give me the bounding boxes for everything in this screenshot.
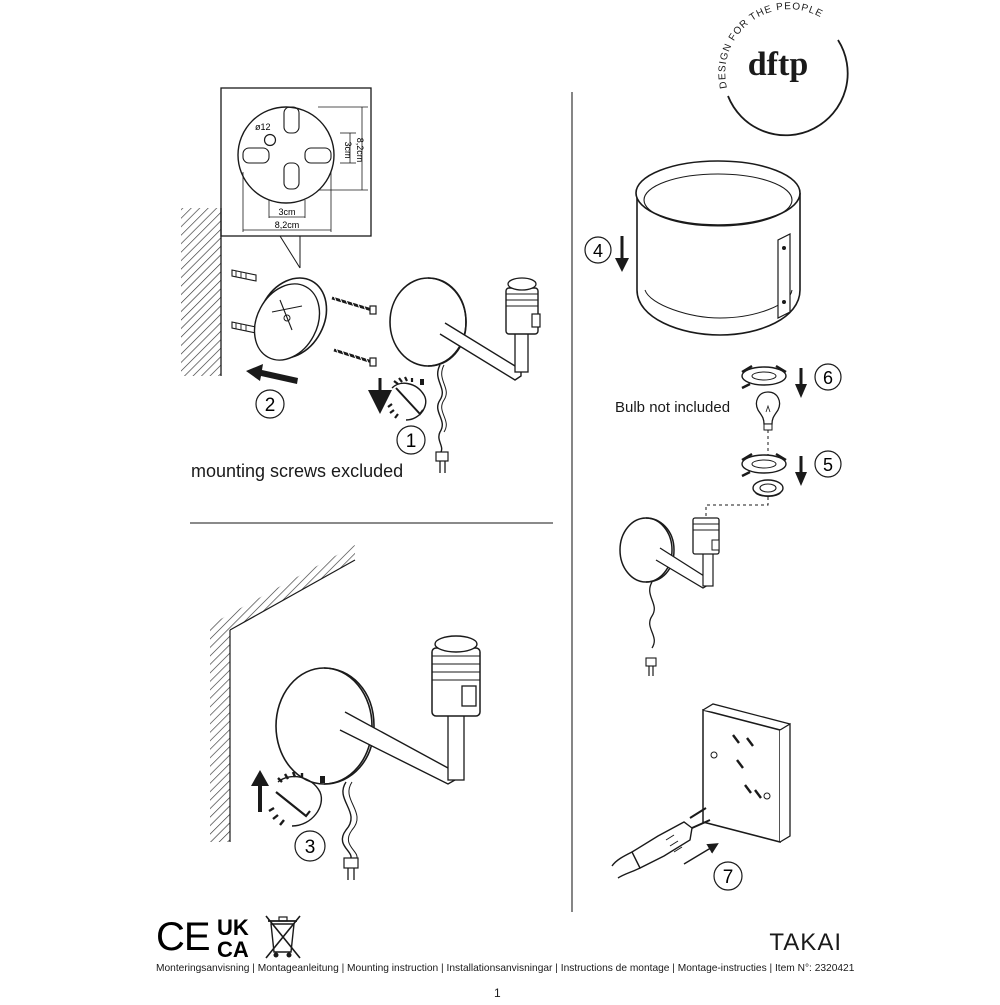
brand-logo-text: dftp: [748, 46, 808, 83]
threaded-ring-icon: [752, 479, 784, 497]
arrow-down-icon: [615, 236, 629, 272]
svg-text:UK: UK: [217, 915, 249, 940]
svg-text:7: 7: [723, 867, 734, 888]
wall-plug-icon: [231, 269, 257, 334]
step-badge-2: 2: [255, 389, 285, 419]
svg-text:5: 5: [823, 455, 833, 475]
shade-ring-bottom: [741, 452, 787, 478]
wall-corner: [210, 545, 356, 842]
brand-logo: DESIGN FOR THE PEOPLE dftp: [717, 1, 849, 137]
wall-socket: [702, 703, 791, 843]
shade-ring-top: [741, 364, 787, 390]
screw-icon: [331, 295, 377, 367]
svg-text:4: 4: [593, 241, 603, 261]
wall-lamp-step3: [275, 635, 481, 880]
mounting-template-detail: 3cm 8,2cm ø12 3cm 8,2cm: [220, 87, 372, 237]
bulb-icon: [755, 391, 781, 431]
svg-text:CA: CA: [217, 937, 249, 962]
lamp-shade: [635, 160, 801, 336]
step-badge-1: 1: [396, 425, 426, 455]
dim-hole: ø12: [255, 122, 271, 132]
svg-text:2: 2: [265, 395, 276, 416]
step-badge-4: 4: [584, 236, 612, 264]
dim-horizontal-large: 8,2cm: [275, 220, 300, 230]
page-number: 1: [494, 986, 501, 1000]
footer-instructions: Monteringsanvisning | Montageanleitung |…: [156, 963, 855, 974]
wall-lamp-right: [619, 517, 720, 676]
dim-vertical-small: 3cm: [343, 141, 353, 158]
arrow-down-icon-6: [795, 368, 807, 398]
step-badge-3: 3: [294, 830, 326, 862]
arrow-down-icon-5: [795, 456, 807, 486]
dim-horizontal-small: 3cm: [278, 207, 295, 217]
arrow-left-icon: [246, 364, 298, 384]
note-bulb: Bulb not included: [615, 399, 731, 416]
svg-text:CE: CE: [156, 915, 210, 959]
arrow-diagonal-icon: [683, 843, 719, 865]
step-badge-5: 5: [814, 450, 842, 478]
svg-text:1: 1: [406, 431, 417, 452]
hex-key-icon: [368, 376, 427, 421]
step-badge-7: 7: [713, 861, 743, 891]
wall-hatch: [181, 208, 221, 376]
ukca-mark: UK CA: [217, 915, 249, 962]
weee-bin-icon: [265, 915, 301, 959]
step-badge-6: 6: [814, 363, 842, 391]
wall-lamp-top: [389, 277, 541, 473]
svg-text:3: 3: [305, 837, 316, 858]
plug-icon: [611, 807, 711, 879]
note-screws: mounting screws excluded: [191, 461, 404, 481]
dim-vertical-large: 8,2cm: [355, 138, 365, 163]
hex-key-icon-step3: [251, 770, 325, 827]
mounting-plate: [253, 277, 328, 361]
product-name: TAKAI: [769, 929, 842, 956]
ce-mark: CE: [156, 915, 211, 959]
svg-text:6: 6: [823, 368, 833, 388]
